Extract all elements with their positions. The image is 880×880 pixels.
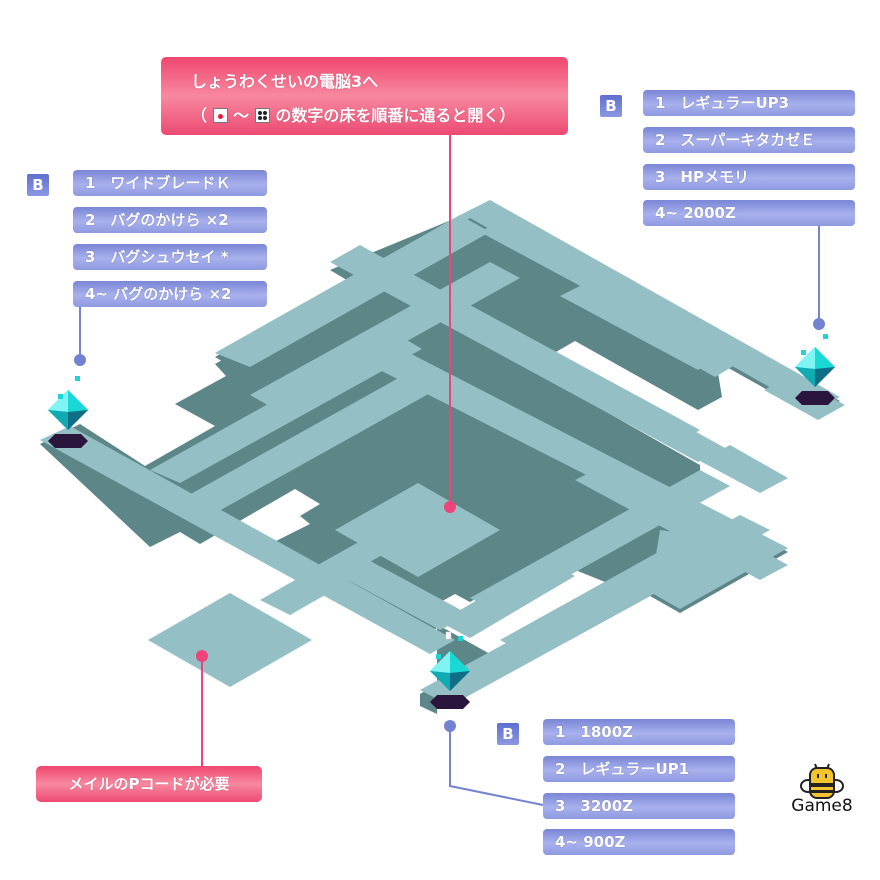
pink-pin-bottom <box>196 650 208 766</box>
blue-pin-left <box>74 306 86 366</box>
b-badge-left: B <box>27 174 49 196</box>
die-four-icon <box>254 108 270 123</box>
chest-item-bottom-2: 2 レギュラーUP1 <box>543 756 735 782</box>
warp-left <box>48 376 88 448</box>
chest-item-bottom-1: 1 1800Z <box>543 719 735 745</box>
warp-bottom <box>430 631 470 709</box>
chest-item-right-3: 3 HPメモリ <box>643 164 855 190</box>
game8-logo-text: Game8 <box>791 796 853 816</box>
warp-right <box>795 334 835 405</box>
chest-item-right-4: 4~ 2000Z <box>643 200 855 226</box>
die-one-icon <box>212 108 228 123</box>
chest-item-right-2: 2 スーパーキタカゼＥ <box>643 127 855 153</box>
chest-item-right-1: 1 レギュラーUP3 <box>643 90 855 116</box>
chest-item-left-3: 3 バグシュウセイ * <box>73 244 267 270</box>
b-badge-right: B <box>600 95 622 117</box>
pink-pin-top <box>444 135 456 513</box>
game8-bee-logo-icon <box>800 763 844 799</box>
chest-item-bottom-4: 4~ 900Z <box>543 829 735 855</box>
blue-pin-right <box>813 226 825 330</box>
b-badge-bottom: B <box>497 723 519 745</box>
chest-item-left-1: 1 ワイドブレードＫ <box>73 170 267 196</box>
note-line-2: （ 〜 の数字の床を順番に通ると開く） <box>191 106 516 125</box>
chest-item-left-4: 4~ バグのかけら ×2 <box>73 281 267 307</box>
chest-item-left-2: 2 バグのかけら ×2 <box>73 207 267 233</box>
floor-sequence-note: しょうわくせいの電脳3へ （ 〜 の数字の床を順番に通ると開く） <box>161 57 568 135</box>
pcode-required-note: メイルのPコードが必要 <box>36 766 262 802</box>
chest-item-bottom-3: 3 3200Z <box>543 793 735 819</box>
blue-pin-bottom <box>444 720 544 806</box>
note-line-1: しょうわくせいの電脳3へ <box>191 72 379 91</box>
maze-floor <box>40 200 845 706</box>
